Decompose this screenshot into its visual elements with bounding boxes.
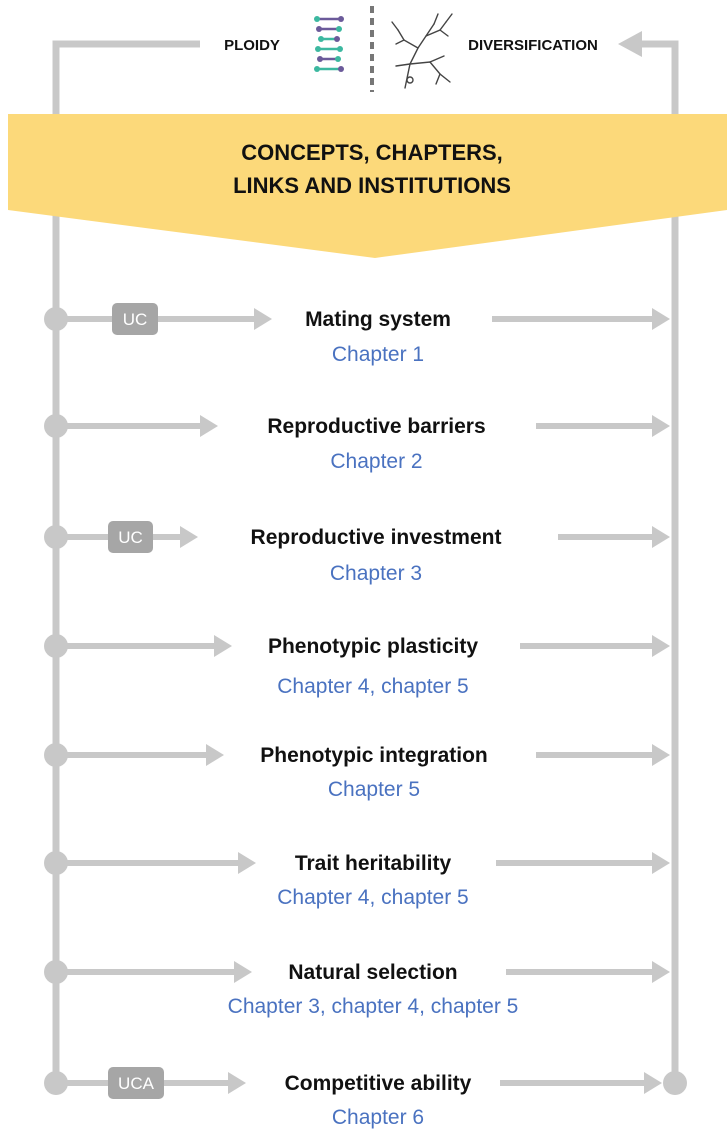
phylogenetic-tree-icon bbox=[391, 13, 453, 89]
left-vertical-line bbox=[52, 40, 200, 1083]
right-vertical-line bbox=[630, 40, 679, 1083]
left-arrow bbox=[56, 961, 252, 983]
badge-label: UC bbox=[118, 528, 143, 547]
chapter-label: Chapter 4, chapter 5 bbox=[277, 675, 468, 698]
institution-badge: UC bbox=[108, 521, 153, 553]
right-arrow bbox=[536, 415, 670, 437]
right-arrow bbox=[500, 1072, 662, 1094]
loop-lines bbox=[52, 40, 679, 1083]
left-arrow bbox=[56, 852, 256, 874]
chapter-label: Chapter 5 bbox=[328, 778, 420, 801]
concept-label: Mating system bbox=[305, 308, 451, 331]
badge-label: UCA bbox=[118, 1074, 155, 1093]
right-node bbox=[663, 1071, 687, 1095]
banner-line-1: CONCEPTS, CHAPTERS, bbox=[241, 140, 503, 165]
left-arrow bbox=[153, 526, 198, 548]
concept-label: Phenotypic plasticity bbox=[268, 635, 478, 658]
left-arrow bbox=[56, 744, 224, 766]
chapter-label: Chapter 3, chapter 4, chapter 5 bbox=[228, 995, 519, 1018]
right-arrow bbox=[536, 744, 670, 766]
concept-label: Reproductive barriers bbox=[267, 415, 485, 438]
chapter-label: Chapter 1 bbox=[332, 343, 424, 366]
concept-label: Competitive ability bbox=[285, 1072, 472, 1095]
banner-line-2: LINKS AND INSTITUTIONS bbox=[233, 173, 511, 198]
dna-icon bbox=[314, 16, 344, 72]
right-arrow bbox=[492, 308, 670, 330]
left-arrow bbox=[158, 308, 272, 330]
badge-label: UC bbox=[123, 310, 148, 329]
institution-badge: UCA bbox=[108, 1067, 164, 1099]
concept-label: Phenotypic integration bbox=[260, 744, 488, 767]
left-arrow bbox=[56, 635, 232, 657]
concepts-banner bbox=[8, 114, 727, 258]
left-arrow bbox=[164, 1072, 246, 1094]
concept-label: Natural selection bbox=[288, 961, 457, 984]
concept-label: Reproductive investment bbox=[251, 526, 502, 549]
concept-label: Trait heritability bbox=[295, 852, 452, 875]
right-arrow bbox=[558, 526, 670, 548]
right-arrow bbox=[496, 852, 670, 874]
institution-badge: UC bbox=[112, 303, 158, 335]
chapter-label: Chapter 3 bbox=[330, 562, 422, 585]
right-arrow bbox=[520, 635, 670, 657]
chapter-label: Chapter 6 bbox=[332, 1106, 424, 1129]
diversification-label: DIVERSIFICATION bbox=[468, 37, 598, 54]
chapter-label: Chapter 4, chapter 5 bbox=[277, 886, 468, 909]
diversification-arrowhead bbox=[618, 31, 642, 57]
left-arrow bbox=[56, 415, 218, 437]
right-arrow bbox=[506, 961, 670, 983]
chapter-label: Chapter 2 bbox=[330, 450, 422, 473]
ploidy-label: PLOIDY bbox=[224, 37, 280, 54]
